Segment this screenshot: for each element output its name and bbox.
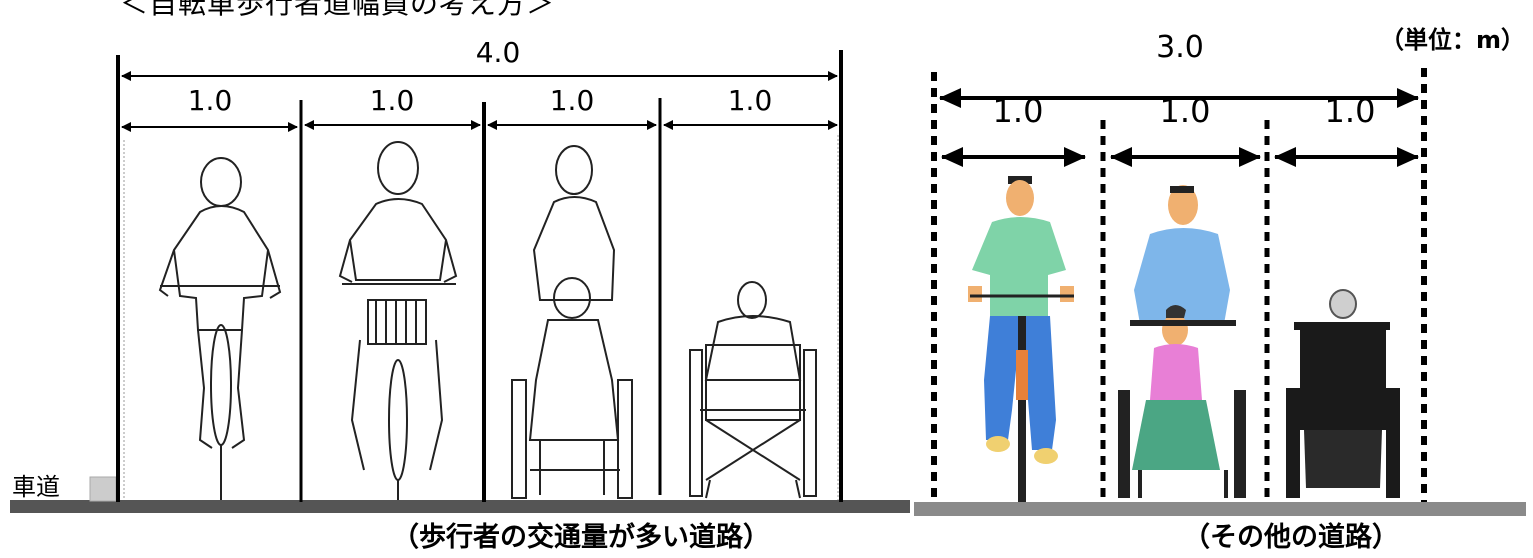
diagram-heading: ＜自転車歩行者道幅員の考え方＞ [120,0,556,20]
right-caption: （その他の道路） [1183,522,1399,553]
left-panel [10,50,910,513]
left-ground [10,500,910,513]
roadway-label: 車道 [12,473,60,501]
left-segment-width-label-4: 1.0 [727,84,773,117]
cyclist-rear-icon [158,157,282,500]
person-pushing-wheelchair-icon [511,145,633,499]
left-segment-width-label-3: 1.0 [549,84,595,117]
left-segment-width-label-2: 1.0 [369,84,415,117]
right-ground [914,502,1526,516]
left-total-width-label: 4.0 [475,36,521,69]
cyclist-color-icon [968,176,1074,502]
wheelchair-user-rear-icon [689,281,817,499]
curb-block [89,476,117,502]
person-pushing-wheelchair-color-icon [1118,185,1246,498]
right-panel [914,68,1526,516]
unit-label: （単位：m） [1380,26,1526,54]
left-caption: （歩行者の交通量が多い道路） [392,522,770,553]
cyclist-front-with-basket-icon [338,141,458,500]
left-segment-width-label-1: 1.0 [187,84,233,117]
wheelchair-dark-icon [1286,289,1400,498]
right-total-width-label: 3.0 [1156,30,1204,65]
